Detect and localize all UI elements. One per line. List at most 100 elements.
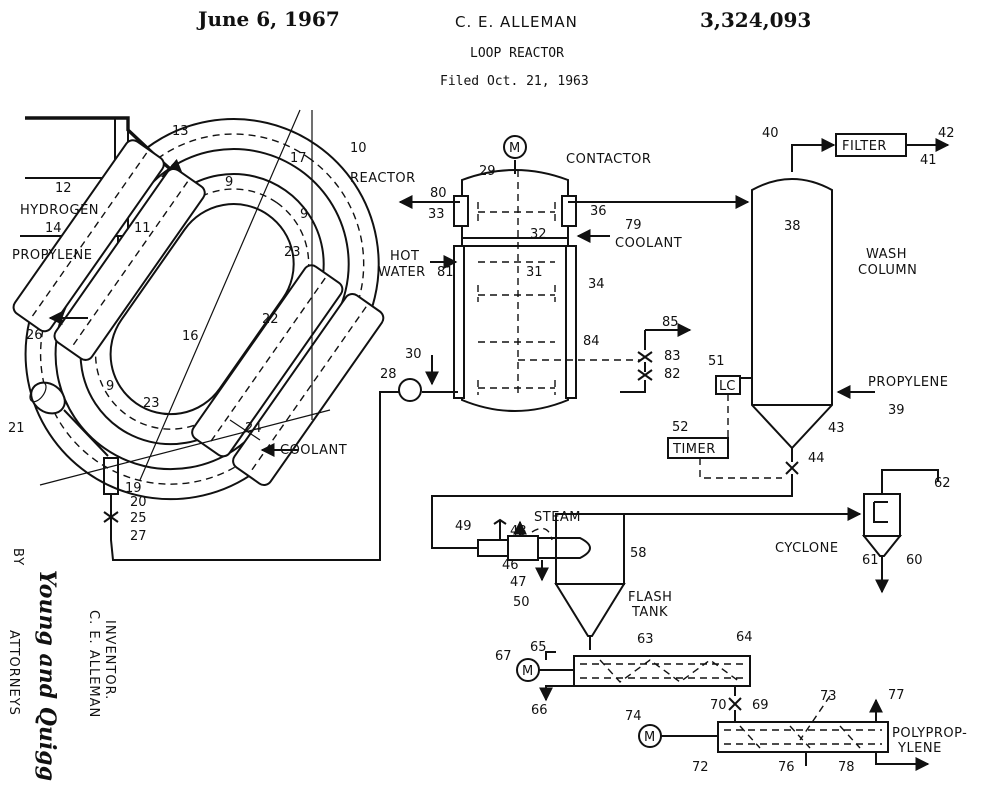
ref-65: 65 <box>530 640 547 655</box>
ref-39: 39 <box>888 403 905 418</box>
ref-48: 48 <box>510 524 527 539</box>
label-hot: HOT <box>390 249 419 264</box>
ref-62: 62 <box>934 476 951 491</box>
label-steam: STEAM <box>534 510 581 525</box>
ref-17: 17 <box>290 151 307 166</box>
label-hydrogen: HYDROGEN <box>20 203 99 218</box>
ref-67: 67 <box>495 649 512 664</box>
inventor-block: INVENTOR. C. E. ALLEMAN BY Young and Qui… <box>6 548 117 781</box>
ref-31: 31 <box>526 265 543 280</box>
ref-42: 42 <box>938 126 955 141</box>
ref-41: 41 <box>920 153 937 168</box>
label-lc: LC <box>719 379 735 394</box>
ref-51: 51 <box>708 354 725 369</box>
ref-32: 32 <box>530 227 547 242</box>
ref-21: 21 <box>8 421 25 436</box>
ref-9-bottom: 9 <box>106 379 114 394</box>
ref-19: 19 <box>125 481 142 496</box>
conveyor-63: M 65 63 64 67 66 70 69 <box>495 630 769 724</box>
ref-84: 84 <box>583 334 600 349</box>
ref-29: 29 <box>479 164 496 179</box>
ref-85: 85 <box>662 315 679 330</box>
ref-80: 80 <box>430 186 447 201</box>
inventor-name: C. E. ALLEMAN <box>86 610 101 718</box>
ref-36: 36 <box>590 204 607 219</box>
by-label: BY <box>10 548 25 566</box>
reactor-motor <box>29 381 109 457</box>
label-filter: FILTER <box>842 139 887 154</box>
label-water: WATER <box>378 265 426 280</box>
ref-46: 46 <box>502 558 519 573</box>
ref-25: 25 <box>130 511 147 526</box>
inventor-header: C. E. ALLEMAN <box>455 13 578 31</box>
ref-66: 66 <box>531 703 548 718</box>
ref-72: 72 <box>692 760 709 775</box>
ref-83: 83 <box>664 349 681 364</box>
patent-header: June 6, 1967 C. E. ALLEMAN 3,324,093 LOO… <box>196 7 811 89</box>
ref-24: 24 <box>245 421 262 436</box>
ref-20: 20 <box>130 495 147 510</box>
label-cyclone: CYCLONE <box>775 541 839 556</box>
cyclone: 62 CYCLONE 61 60 <box>775 469 951 594</box>
ref-33: 33 <box>428 207 445 222</box>
ref-79: 79 <box>625 218 642 233</box>
ref-22: 22 <box>262 312 279 327</box>
label-timer: TIMER <box>672 442 716 457</box>
ref-73: 73 <box>820 689 837 704</box>
ref-60: 60 <box>906 553 923 568</box>
ref-10: 10 <box>350 141 367 156</box>
ref-82: 82 <box>664 367 681 382</box>
ref-74: 74 <box>625 709 642 724</box>
ref-58: 58 <box>630 546 647 561</box>
ref-28: 28 <box>380 367 397 382</box>
ref-77: 77 <box>888 688 905 703</box>
label-contactor: CONTACTOR <box>566 152 651 167</box>
label-flash: FLASH <box>628 590 672 605</box>
label-reactor: REACTOR <box>350 171 416 186</box>
ref-23-bottom: 23 <box>143 396 160 411</box>
ref-9-right: 9 <box>300 207 308 222</box>
ref-49: 49 <box>455 519 472 534</box>
label-wash: WASH <box>866 247 907 262</box>
filing-date: Filed Oct. 21, 1963 <box>440 74 589 89</box>
conveyor-72-motor-label: M <box>644 730 655 745</box>
ref-27: 27 <box>130 529 147 544</box>
ref-69: 69 <box>752 698 769 713</box>
ref-16: 16 <box>182 329 199 344</box>
patent-title: LOOP REACTOR <box>470 46 564 61</box>
ref-11: 11 <box>134 221 151 236</box>
loop-reactor: 13 10 17 REACTOR 9 9 12 HYDROGEN 11 14 P… <box>8 109 416 561</box>
label-column: COLUMN <box>858 263 917 278</box>
label-coolant-contactor: COOLANT <box>615 236 682 251</box>
conveyor-72: M 73 77 74 POLYPROP- YLENE 72 76 78 <box>625 688 967 775</box>
ref-40: 40 <box>762 126 779 141</box>
conveyor-63-motor-label: M <box>522 664 533 679</box>
label-propylene-wash: PROPYLENE <box>868 375 949 390</box>
ref-38: 38 <box>784 219 801 234</box>
patent-number: 3,324,093 <box>700 8 811 32</box>
ref-78: 78 <box>838 760 855 775</box>
ref-26: 26 <box>26 328 43 343</box>
ref-12: 12 <box>55 181 72 196</box>
ref-70: 70 <box>710 698 727 713</box>
label-propylene-feed: PROPYLENE <box>12 248 93 263</box>
attorney-signature: Young and Quigg <box>34 570 60 781</box>
ref-30: 30 <box>405 347 422 362</box>
ref-81: 81 <box>437 265 454 280</box>
ref-13: 13 <box>172 124 189 139</box>
ref-9-top: 9 <box>225 175 233 190</box>
ref-52: 52 <box>672 420 689 435</box>
ref-76: 76 <box>778 760 795 775</box>
label-tank: TANK <box>631 605 668 620</box>
ref-63: 63 <box>637 632 654 647</box>
contactor-motor-label: M <box>509 141 520 156</box>
ref-64: 64 <box>736 630 753 645</box>
ref-43: 43 <box>828 421 845 436</box>
attorneys-label: ATTORNEYS <box>6 630 21 716</box>
label-polyprop: POLYPROP- <box>892 726 967 741</box>
ref-50: 50 <box>513 595 530 610</box>
label-ylene: YLENE <box>897 741 942 756</box>
wash-column: FILTER LC TIMER 40 42 41 38 WASH COLUMN … <box>667 126 955 484</box>
contactor: M 29 CONTACTOR 80 33 32 36 79 COOLANT HO… <box>378 135 750 412</box>
